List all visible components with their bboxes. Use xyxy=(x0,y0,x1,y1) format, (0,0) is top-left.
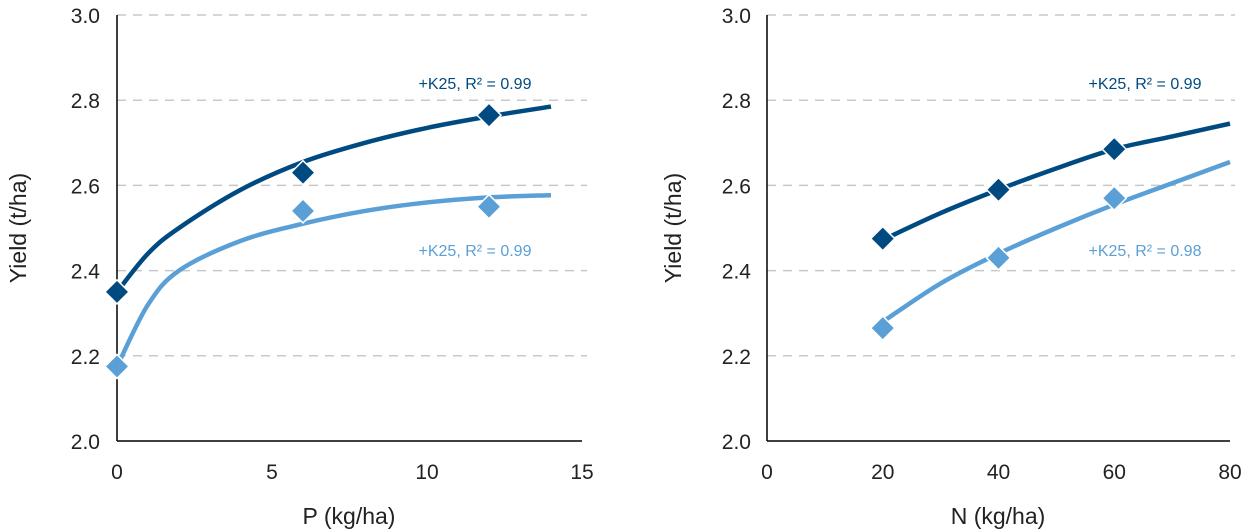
dark-data-point xyxy=(289,159,317,186)
y-tick-label: 2.0 xyxy=(722,431,751,454)
y-tick-label: 2.8 xyxy=(722,90,751,113)
dark-data-point xyxy=(869,225,896,252)
light-data-point xyxy=(1101,185,1128,212)
light-trend-line xyxy=(881,159,1231,324)
x-tick-label: 60 xyxy=(1103,461,1126,484)
light-series-label: +K25, R² = 0.98 xyxy=(1089,243,1202,260)
light-data-point xyxy=(869,315,896,342)
light-data-point xyxy=(985,244,1012,271)
x-tick-label: 15 xyxy=(570,461,593,484)
x-tick-label: 20 xyxy=(871,461,894,484)
x-axis-title: N (kg/ha) xyxy=(951,503,1046,529)
dark-data-point xyxy=(103,278,131,305)
y-tick-label: 2.2 xyxy=(722,346,751,369)
light-data-point xyxy=(103,353,131,380)
y-tick-label: 2.6 xyxy=(71,175,100,198)
dark-series-label: +K25, R² = 0.99 xyxy=(419,76,532,93)
x-tick-label: 80 xyxy=(1218,461,1241,484)
light-data-point xyxy=(475,193,503,220)
light-series-label: +K25, R² = 0.99 xyxy=(419,243,532,260)
dark-data-point xyxy=(1101,136,1128,163)
y-tick-label: 2.4 xyxy=(71,261,101,284)
x-tick-label: 0 xyxy=(761,461,773,484)
dark-series-label: +K25, R² = 0.99 xyxy=(1089,76,1202,93)
light-data-point xyxy=(289,197,317,225)
y-tick-label: 2.6 xyxy=(722,175,751,198)
y-axis-title: Yield (t/ha) xyxy=(5,173,31,283)
dark-data-point xyxy=(475,102,503,129)
chart-p-response: 2.0 2.2 2.4 2.6 2.8 3.0 0 5 10 15 P (kg/ha) Yield (… xyxy=(5,5,594,529)
x-tick-label: 0 xyxy=(111,461,123,484)
y-tick-label: 3.0 xyxy=(71,5,100,28)
dark-data-point xyxy=(985,176,1012,203)
y-tick-label: 2.2 xyxy=(71,346,100,369)
y-tick-label: 2.4 xyxy=(722,261,752,284)
y-tick-label: 3.0 xyxy=(722,5,751,28)
x-tick-label: 40 xyxy=(987,461,1010,484)
x-tick-label: 10 xyxy=(415,461,438,484)
x-tick-label: 5 xyxy=(266,461,278,484)
y-axis-title: Yield (t/ha) xyxy=(660,173,686,283)
y-tick-label: 2.0 xyxy=(71,431,100,454)
x-axis-title: P (kg/ha) xyxy=(303,503,396,529)
dark-trend-line xyxy=(881,121,1231,242)
y-tick-label: 2.8 xyxy=(71,90,100,113)
light-trend-line xyxy=(118,192,552,362)
chart-n-response: 2.0 2.2 2.4 2.6 2.8 3.0 0 20 40 60 80 N (kg/ha) Yiel… xyxy=(660,5,1242,529)
